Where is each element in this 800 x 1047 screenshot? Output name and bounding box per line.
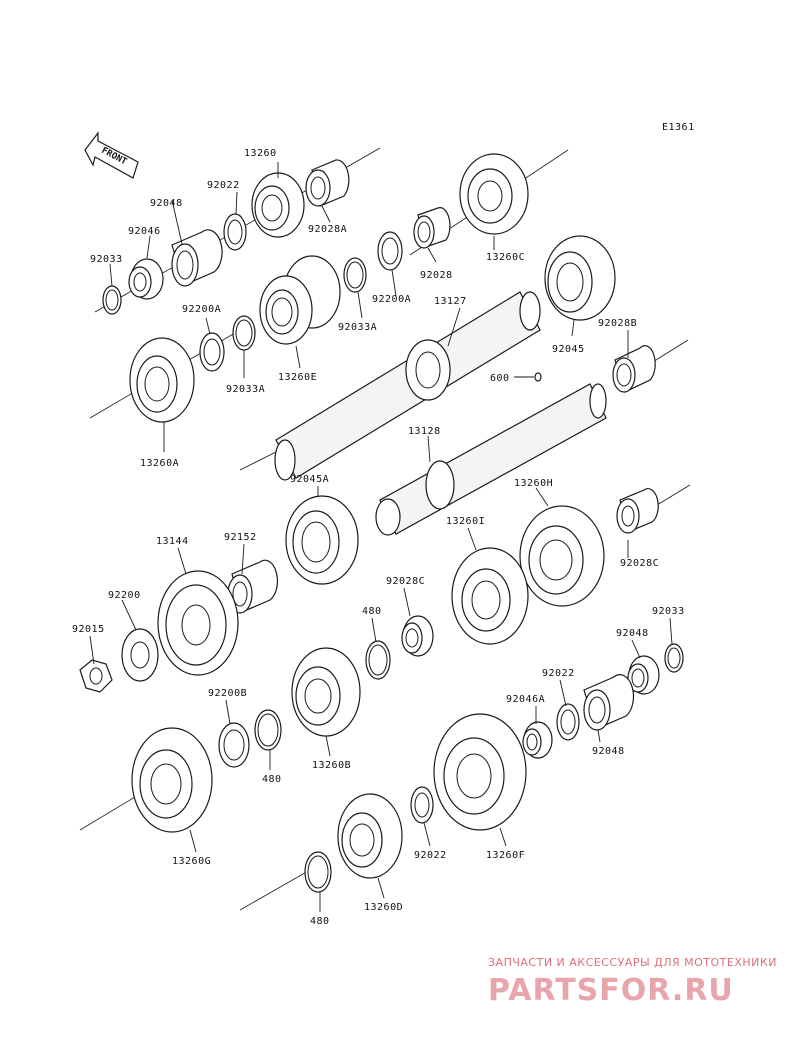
label-92033A-right: 92033A (338, 322, 377, 333)
label-480-upper: 480 (362, 606, 382, 617)
label-13260F: 13260F (486, 850, 525, 861)
label-92033A-left: 92033A (226, 384, 265, 395)
label-92028A: 92028A (308, 224, 347, 235)
needle-bearing-92046 (128, 258, 164, 300)
label-92033-right: 92033 (652, 606, 685, 617)
gear-13260D (337, 793, 403, 879)
label-92045: 92045 (552, 344, 585, 355)
front-arrow-icon: FRONT (84, 131, 139, 179)
bearing-92028C-mid (401, 615, 434, 657)
bearing-92028B (612, 345, 656, 393)
washer-92022 (223, 213, 247, 251)
gear-13260E (259, 255, 341, 345)
label-92028: 92028 (420, 270, 453, 281)
label-13260D: 13260D (364, 902, 403, 913)
label-92033: 92033 (90, 254, 123, 265)
label-92048: 92048 (150, 198, 183, 209)
label-92048-right: 92048 (616, 628, 649, 639)
bearing-92045A (285, 495, 359, 585)
label-92015: 92015 (72, 624, 105, 635)
axis-line-bottom (239, 869, 311, 911)
snap-ring-480-bottom (304, 851, 332, 893)
bushing-92028 (413, 207, 451, 249)
label-13144: 13144 (156, 536, 189, 547)
gear-13260G (131, 727, 213, 833)
label-92028C-mid: 92028C (386, 576, 425, 587)
output-shaft-13128 (375, 383, 607, 536)
gear-13260C (459, 153, 529, 235)
main-shaft-13127 (274, 291, 541, 481)
needle-bearing-92046-right (627, 655, 660, 695)
label-13128: 13128 (408, 426, 441, 437)
bearing-92045 (544, 235, 616, 321)
snap-ring-480-upper (365, 640, 391, 680)
gear-13260 (251, 172, 305, 238)
gear-13260H (519, 505, 605, 607)
label-13260A: 13260A (140, 458, 179, 469)
label-92200A-right: 92200A (372, 294, 411, 305)
label-13260E: 13260E (278, 372, 317, 383)
washer-92200B (218, 722, 250, 768)
label-92048-lower: 92048 (592, 746, 625, 757)
gear-13260F (433, 713, 527, 831)
label-13260B: 13260B (312, 760, 351, 771)
label-92046: 92046 (128, 226, 161, 237)
label-92200B: 92200B (208, 688, 247, 699)
axis-line-bottom-left (79, 796, 136, 831)
label-13127: 13127 (434, 296, 467, 307)
label-600: 600 (490, 373, 510, 384)
washer-92200 (121, 628, 159, 682)
gear-13260B (291, 647, 361, 737)
label-92045A: 92045A (290, 474, 329, 485)
collar-92048-right (583, 674, 635, 731)
leader-lines (89, 162, 673, 912)
label-13260G: 13260G (172, 856, 211, 867)
label-92046A: 92046A (506, 694, 545, 705)
label-13260H: 13260H (514, 478, 553, 489)
label-92028B: 92028B (598, 318, 637, 329)
watermark-brand: PARTSFOR.RU (488, 973, 734, 1008)
washer-92022-right (556, 703, 580, 741)
diagram-code: E1361 (662, 122, 695, 133)
nut-92015 (79, 659, 113, 693)
label-13260I: 13260I (446, 516, 485, 527)
label-92200A-left: 92200A (182, 304, 221, 315)
needle-bearing-92046A (522, 721, 553, 759)
label-13260: 13260 (244, 148, 277, 159)
collar-92048 (171, 229, 223, 287)
sprocket-13144 (157, 570, 239, 676)
label-92022-lower: 92022 (414, 850, 447, 861)
bearing-92028C-right (616, 488, 659, 534)
washer-92022-lower (410, 786, 434, 824)
pin-600 (534, 372, 542, 382)
bearing-92028A (305, 159, 350, 207)
label-480-bottom: 480 (310, 916, 330, 927)
label-92022: 92022 (207, 180, 240, 191)
gear-13260A (129, 337, 195, 423)
label-92200: 92200 (108, 590, 141, 601)
watermark-tagline: ЗАПЧАСТИ И АКСЕССУАРЫ ДЛЯ МОТОТЕХНИКИ (488, 956, 777, 969)
label-480-middle: 480 (262, 774, 282, 785)
snap-ring-480-middle (254, 709, 282, 751)
label-92022-right: 92022 (542, 668, 575, 679)
label-13260C: 13260C (486, 252, 525, 263)
gear-13260I (451, 547, 529, 645)
label-92152: 92152 (224, 532, 257, 543)
label-92028C-right: 92028C (620, 558, 659, 569)
